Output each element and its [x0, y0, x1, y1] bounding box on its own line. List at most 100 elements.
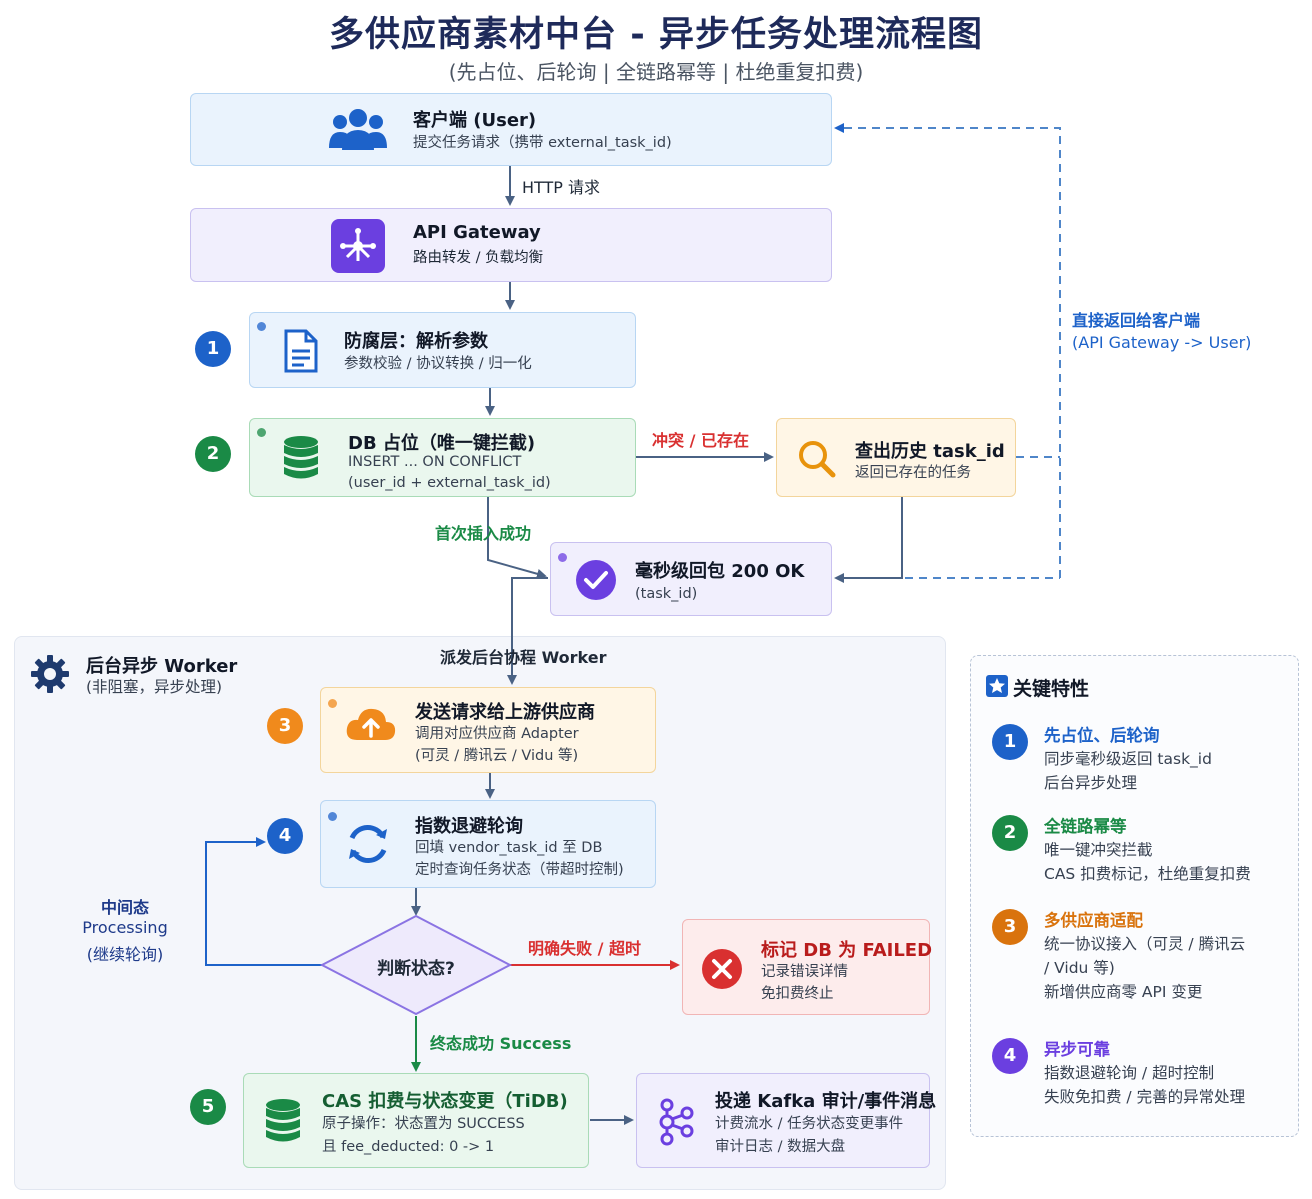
decor-dot: [257, 428, 266, 437]
gear-icon: [31, 655, 69, 693]
failed-sub2: 免扣费终止: [761, 986, 834, 1002]
kafka-sub1: 计费流水 / 任务状态变更事件: [715, 1116, 904, 1132]
cas-title: CAS 扣费与状态变更（TiDB): [322, 1091, 568, 1112]
edge-label-conflict: 冲突 / 已存在: [652, 431, 749, 450]
edge-label-http: HTTP 请求: [522, 178, 601, 197]
edge-label-return-1: 直接返回给客户端: [1072, 311, 1201, 330]
send-sub2: (可灵 / 腾讯云 / Vidu 等): [415, 748, 579, 764]
poll-box: 指数退避轮询 回填 vendor_task_id 至 DB 定时查询任务状态（带…: [320, 800, 656, 888]
poll-title: 指数退避轮询: [415, 816, 523, 837]
edge-label-processing-2: Processing: [82, 918, 168, 937]
edge-label-return-2: (API Gateway -> User): [1072, 333, 1252, 352]
star-icon: [986, 675, 1008, 697]
acl-title: 防腐层：解析参数: [344, 331, 488, 352]
send-sub1: 调用对应供应商 Adapter: [415, 726, 579, 742]
decor-dot: [328, 699, 337, 708]
failed-box: 标记 DB 为 FAILED 记录错误详情 免扣费终止: [682, 919, 933, 1015]
edge-processing-loop: [205, 837, 322, 966]
kafka-title: 投递 Kafka 审计/事件消息: [715, 1091, 937, 1112]
feature-title: 全链路幂等: [1044, 817, 1127, 836]
kafka-sub2: 审计日志 / 数据大盘: [715, 1139, 846, 1155]
close-circle-icon: [702, 949, 742, 989]
refresh-icon: [349, 824, 387, 864]
edge-ok-send: [507, 577, 548, 685]
feature-badge: 2: [992, 815, 1028, 851]
gateway-title: API Gateway: [413, 222, 541, 243]
edge-history-ok: [834, 497, 903, 583]
db-hold-title: DB 占位（唯一键拦截): [348, 433, 536, 454]
feature-title: 异步可靠: [1044, 1040, 1110, 1059]
cas-sub2: 且 fee_deducted: 0 -> 1: [322, 1139, 495, 1155]
client-box: 客户端 (User) 提交任务请求（携带 external_task_id): [190, 93, 832, 166]
step-badge-1: 1: [195, 331, 231, 367]
database-icon: [266, 1099, 300, 1142]
feature-line: 指数退避轮询 / 超时控制: [1044, 1064, 1215, 1082]
db-hold-sub1: INSERT ... ON CONFLICT: [348, 454, 522, 470]
history-title: 查出历史 task_id: [855, 441, 1005, 462]
send-title: 发送请求给上游供应商: [415, 702, 595, 723]
features-heading: 关键特性: [1013, 678, 1090, 700]
kafka-box: 投递 Kafka 审计/事件消息 计费流水 / 任务状态变更事件 审计日志 / …: [636, 1073, 936, 1168]
edge-label-first-insert: 首次插入成功: [435, 524, 532, 543]
feature-line: 统一协议接入（可灵 / 腾讯云: [1044, 935, 1246, 953]
edge-label-dispatch: 派发后台协程 Worker: [440, 648, 607, 667]
edge-db-ok: [487, 497, 547, 579]
decor-dot: [328, 812, 337, 821]
document-icon: [284, 329, 318, 373]
step-badge-5: 5: [190, 1089, 226, 1125]
history-sub: 返回已存在的任务: [855, 465, 971, 481]
edge-label-processing-3: (继续轮询): [86, 945, 164, 964]
step-badge-4: 4: [267, 818, 303, 854]
gateway-hub-icon: [331, 219, 385, 273]
database-icon: [284, 436, 318, 479]
db-hold-sub2: (user_id + external_task_id): [348, 475, 551, 491]
feature-badge: 1: [992, 724, 1028, 760]
feature-line: 新增供应商零 API 变更: [1044, 983, 1203, 1001]
history-box: 查出历史 task_id 返回已存在的任务: [776, 418, 1016, 497]
gateway-sub: 路由转发 / 负载均衡: [413, 250, 544, 266]
client-title: 客户端 (User): [413, 110, 537, 131]
check-circle-icon: [576, 560, 616, 600]
worker-sub: (非阻塞，异步处理): [86, 678, 223, 696]
worker-title: 后台异步 Worker: [86, 656, 238, 677]
feature-line: CAS 扣费标记，杜绝重复扣费: [1044, 865, 1251, 883]
edge-label-processing-1: 中间态: [100, 898, 149, 917]
ok-sub: (task_id): [635, 586, 698, 602]
poll-sub1: 回填 vendor_task_id 至 DB: [415, 840, 603, 856]
kafka-icon: [659, 1098, 694, 1146]
cloud-upload-icon: [346, 708, 396, 740]
ok-box: 毫秒级回包 200 OK (task_id): [550, 542, 832, 616]
search-icon: [799, 441, 836, 478]
edge-label-fail-timeout: 明确失败 / 超时: [528, 939, 641, 958]
feature-line: / Vidu 等): [1044, 959, 1115, 977]
edge-label-success: 终态成功 Success: [430, 1034, 572, 1053]
cas-sub1: 原子操作：状态置为 SUCCESS: [322, 1116, 525, 1132]
step-badge-2: 2: [195, 436, 231, 472]
page-subtitle: (先占位、后轮询 | 全链路幂等 | 杜绝重复扣费): [448, 60, 864, 84]
feature-title: 多供应商适配: [1044, 911, 1143, 930]
client-sub: 提交任务请求（携带 external_task_id): [413, 135, 672, 151]
decor-dot: [257, 322, 266, 331]
feature-line: 失败免扣费 / 完善的异常处理: [1044, 1088, 1246, 1106]
gateway-box: API Gateway 路由转发 / 负载均衡: [190, 208, 832, 282]
decision-diamond: [319, 914, 513, 1016]
page-title: 多供应商素材中台 - 异步任务处理流程图: [329, 15, 983, 55]
users-icon: [329, 109, 387, 150]
ok-title: 毫秒级回包 200 OK: [635, 561, 805, 582]
send-box: 发送请求给上游供应商 调用对应供应商 Adapter (可灵 / 腾讯云 / V…: [320, 687, 656, 773]
failed-sub1: 记录错误详情: [761, 964, 848, 980]
db-hold-box: DB 占位（唯一键拦截) INSERT ... ON CONFLICT (use…: [249, 418, 636, 497]
feature-line: 唯一键冲突拦截: [1044, 841, 1153, 859]
feature-title: 先占位、后轮询: [1044, 726, 1160, 745]
feature-line: 后台异步处理: [1044, 774, 1138, 792]
failed-title: 标记 DB 为 FAILED: [761, 940, 933, 961]
edge-return-client: [834, 123, 1061, 578]
poll-sub2: 定时查询任务状态（带超时控制): [415, 862, 624, 878]
step-badge-3: 3: [267, 708, 303, 744]
feature-line: 同步毫秒级返回 task_id: [1044, 750, 1212, 768]
feature-badge: 3: [992, 909, 1028, 945]
acl-sub: 参数校验 / 协议转换 / 归一化: [344, 356, 532, 372]
cas-box: CAS 扣费与状态变更（TiDB) 原子操作：状态置为 SUCCESS 且 fe…: [243, 1073, 589, 1168]
feature-badge: 4: [992, 1038, 1028, 1074]
